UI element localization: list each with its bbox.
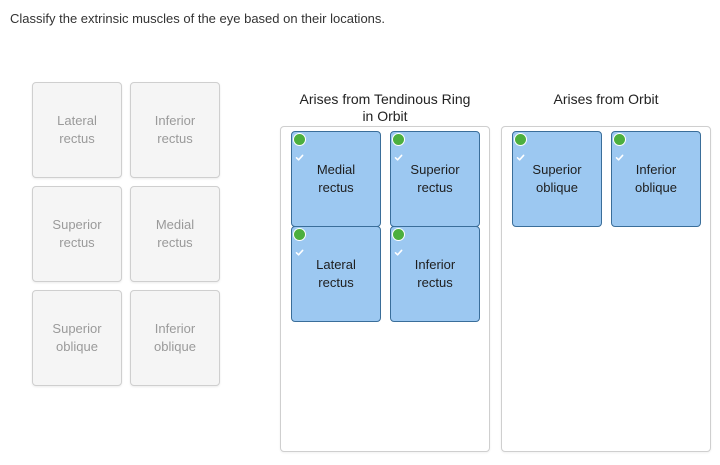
check-icon xyxy=(293,133,306,161)
pool-card-inferior-rectus[interactable]: Inferior rectus xyxy=(130,82,220,178)
pool-card-superior-oblique[interactable]: Superior oblique xyxy=(32,290,122,386)
card-label: Superior rectus xyxy=(410,162,460,195)
check-icon xyxy=(392,228,405,256)
check-icon xyxy=(613,133,626,161)
placed-card-inferior-rectus[interactable]: Inferior rectus xyxy=(390,226,480,322)
placed-card-superior-oblique[interactable]: Superior oblique xyxy=(512,131,602,227)
card-pool: Lateral rectus Inferior rectus Superior … xyxy=(32,82,222,390)
column-title-tendinous-ring: Arises from Tendinous Ring in Orbit xyxy=(299,91,471,124)
card-label: Inferior oblique xyxy=(635,162,677,195)
pool-card-medial-rectus[interactable]: Medial rectus xyxy=(130,186,220,282)
question-prompt: Classify the extrinsic muscles of the ey… xyxy=(10,11,386,26)
drop-zone-tendinous-ring[interactable]: Medial rectus Superior rectus Lateral re… xyxy=(280,126,490,452)
placed-card-lateral-rectus[interactable]: Lateral rectus xyxy=(291,226,381,322)
check-icon xyxy=(293,228,306,256)
check-icon xyxy=(514,133,527,161)
column-title-orbit: Arises from Orbit xyxy=(553,91,659,107)
pool-card-superior-rectus[interactable]: Superior rectus xyxy=(32,186,122,282)
placed-card-superior-rectus[interactable]: Superior rectus xyxy=(390,131,480,227)
drop-zone-orbit[interactable]: Superior oblique Inferior oblique xyxy=(501,126,711,452)
placed-card-medial-rectus[interactable]: Medial rectus xyxy=(291,131,381,227)
pool-card-lateral-rectus[interactable]: Lateral rectus xyxy=(32,82,122,178)
card-label: Medial rectus xyxy=(316,162,356,195)
card-label: Superior oblique xyxy=(532,162,582,195)
pool-card-inferior-oblique[interactable]: Inferior oblique xyxy=(130,290,220,386)
card-label: Inferior rectus xyxy=(414,257,456,290)
placed-card-inferior-oblique[interactable]: Inferior oblique xyxy=(611,131,701,227)
card-label: Lateral rectus xyxy=(316,257,356,290)
check-icon xyxy=(392,133,405,161)
